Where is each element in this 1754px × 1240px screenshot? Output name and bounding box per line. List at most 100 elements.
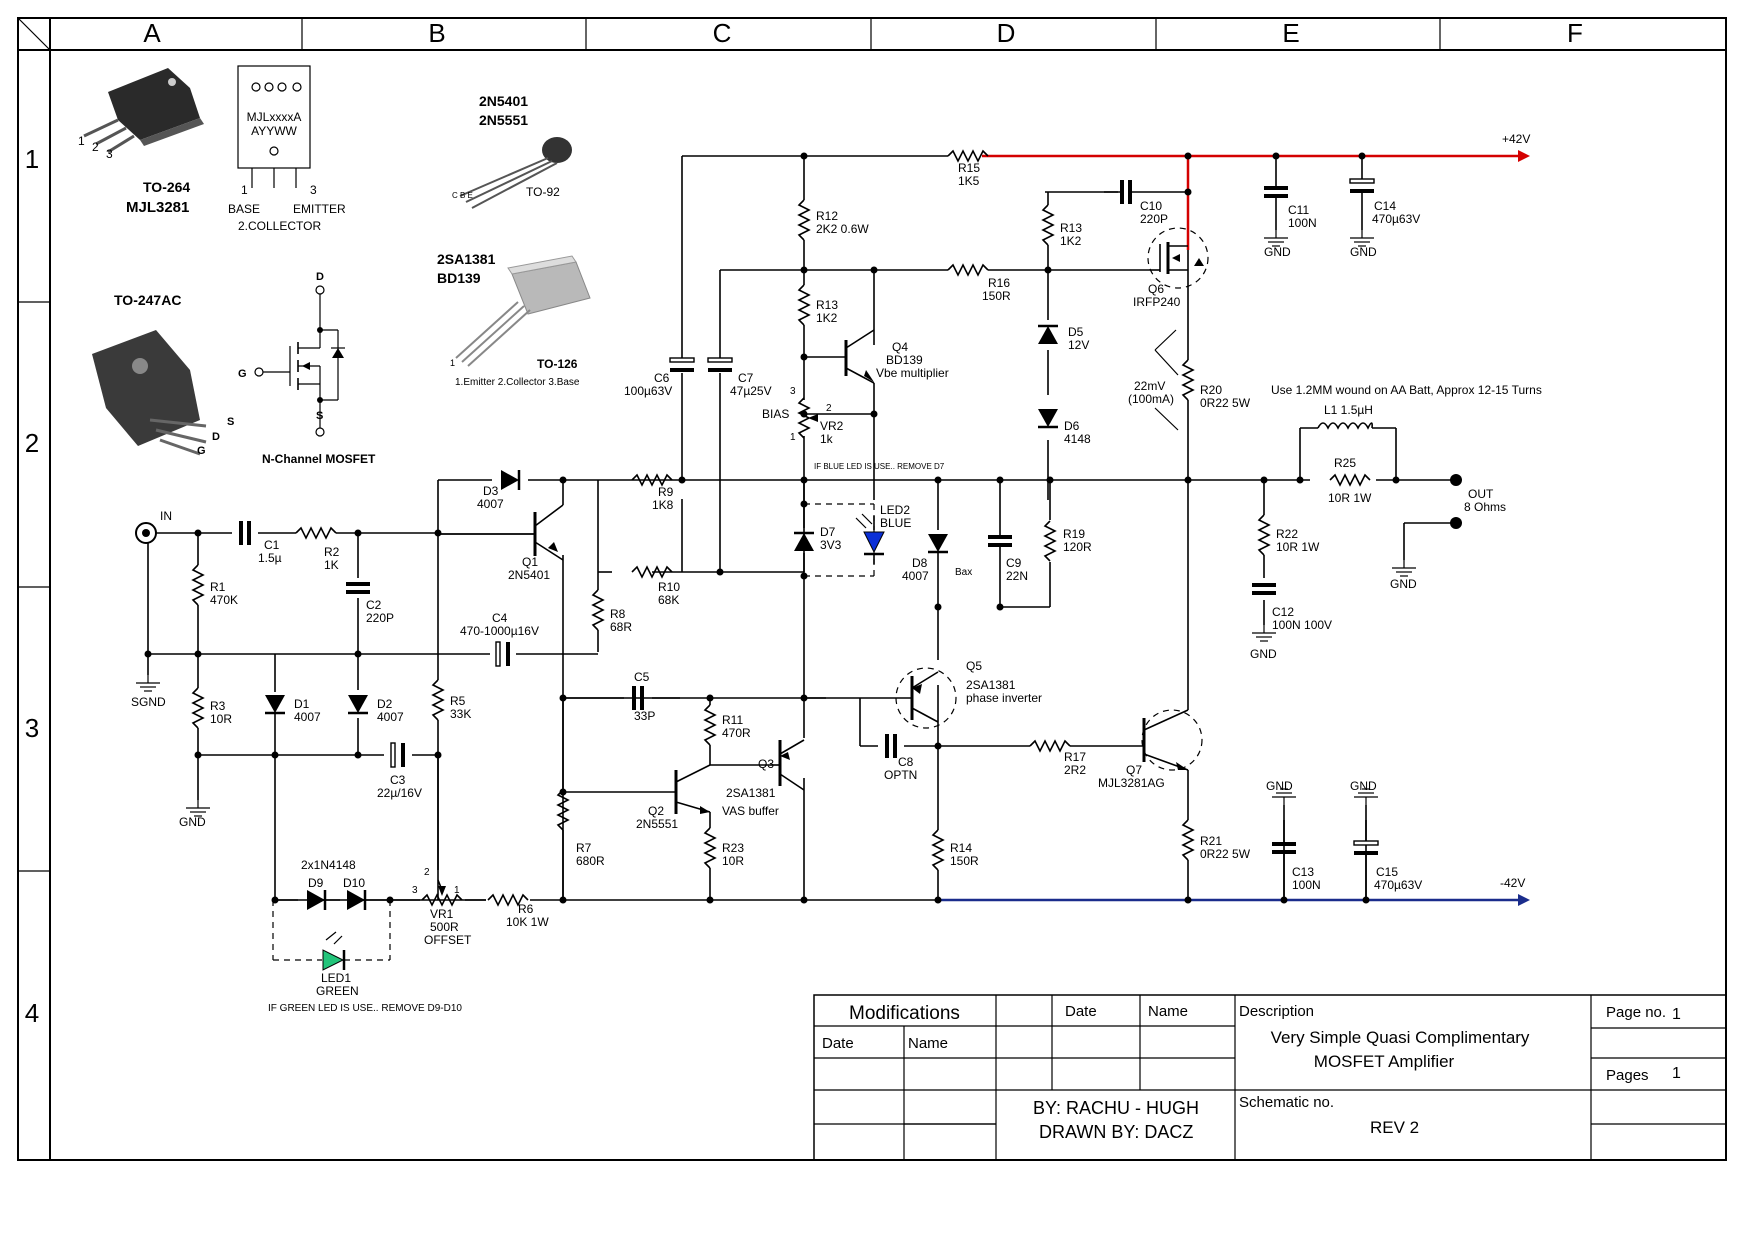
svg-text:BD139: BD139: [886, 353, 923, 367]
to247-package-picture: [92, 330, 207, 456]
svg-text:12V: 12V: [1068, 338, 1089, 352]
led2-blue-symbol: [855, 513, 885, 556]
svg-text:100N 100V: 100N 100V: [1272, 618, 1332, 632]
svg-text:2x1N4148: 2x1N4148: [301, 858, 356, 872]
svg-text:R6: R6: [518, 902, 534, 916]
mosfet-ref-s: S: [316, 410, 323, 422]
diode-d9: [305, 888, 327, 912]
svg-text:R5: R5: [450, 694, 466, 708]
title-block-schematic-no-label: Schematic no.: [1239, 1094, 1334, 1111]
to126-pin-legend: 1.Emitter 2.Collector 3.Base: [455, 377, 580, 388]
svg-text:1k: 1k: [820, 432, 834, 446]
svg-text:68R: 68R: [610, 620, 632, 634]
svg-text:D8: D8: [912, 556, 928, 570]
svg-text:GND: GND: [1264, 245, 1291, 259]
ground-c14: [1349, 229, 1375, 247]
label-in: IN: [160, 509, 172, 523]
title-block-name-header: Name: [1148, 1003, 1188, 1020]
capacitor-c11: [1262, 186, 1290, 198]
svg-text:100N: 100N: [1292, 878, 1321, 892]
negative-rail-arrow: [1518, 894, 1530, 906]
to264-pin-3-b: 3: [310, 183, 317, 197]
grid-row-3: 3: [25, 713, 39, 743]
svg-text:C11: C11: [1288, 203, 1309, 217]
mosfet-symbol-reference: [254, 285, 345, 437]
label-out: OUT: [1468, 487, 1494, 501]
capacitor-c3: [389, 741, 405, 769]
svg-text:R15: R15: [958, 161, 980, 175]
to264-collector-label: 2.COLLECTOR: [238, 219, 321, 233]
inductor-l1: [1317, 422, 1373, 430]
svg-text:R17: R17: [1064, 750, 1086, 764]
svg-text:470-1000µ16V: 470-1000µ16V: [460, 624, 539, 638]
title-block-description-line-1: Very Simple Quasi Complimentary: [1271, 1028, 1530, 1047]
resistor-r21: [1182, 819, 1194, 861]
transistor-q7: [1100, 709, 1203, 771]
capacitor-c10: [1120, 178, 1132, 206]
label-neg-rail: -42V: [1500, 876, 1525, 890]
diode-d1: [263, 693, 287, 715]
diode-d2: [346, 693, 370, 715]
resistor-r13-bias: [798, 284, 810, 326]
to264-name: TO-264: [143, 179, 190, 195]
svg-text:D2: D2: [377, 697, 393, 711]
to264-pin-1-b: 1: [241, 183, 248, 197]
transistor-q3: [770, 739, 805, 791]
title-block-pages-label: Pages: [1606, 1067, 1649, 1084]
svg-text:BLUE: BLUE: [880, 516, 911, 530]
svg-text:GND: GND: [1266, 779, 1293, 793]
svg-text:D10: D10: [343, 876, 365, 890]
ground-out: [1391, 559, 1417, 577]
to126-package-picture: [455, 255, 591, 367]
svg-text:R11: R11: [722, 713, 743, 727]
svg-text:150R: 150R: [950, 854, 979, 868]
diode-d7-zener: [792, 531, 816, 553]
to92-package-picture: [459, 137, 572, 209]
label-measure-2: (100mA): [1128, 392, 1174, 406]
svg-text:Q1: Q1: [522, 555, 538, 569]
svg-text:R16: R16: [988, 276, 1010, 290]
svg-text:33P: 33P: [634, 709, 655, 723]
to264-pin-3: 3: [106, 147, 113, 161]
svg-text:C15: C15: [1376, 865, 1398, 879]
to92-name: TO-92: [526, 185, 560, 199]
potentiometer-vr2: [798, 397, 810, 439]
resistor-r16: [947, 264, 989, 276]
ground-sgnd: [135, 674, 161, 692]
diode-d3: [499, 468, 521, 492]
svg-text:220P: 220P: [1140, 212, 1168, 226]
svg-text:OFFSET: OFFSET: [424, 933, 472, 947]
transistor-q2: [674, 764, 711, 814]
svg-text:R20: R20: [1200, 383, 1222, 397]
svg-text:GREEN: GREEN: [316, 984, 359, 998]
title-block-date-header: Date: [1065, 1003, 1097, 1020]
svg-text:C5: C5: [634, 670, 650, 684]
resistor-r23: [704, 827, 716, 869]
svg-text:100µ63V: 100µ63V: [624, 384, 672, 398]
svg-text:R7: R7: [576, 841, 592, 855]
grid-col-f: F: [1567, 18, 1583, 48]
title-block-revision: REV 2: [1370, 1118, 1419, 1137]
grid-row-1: 1: [25, 144, 39, 174]
to247-name: TO-247AC: [114, 292, 181, 308]
title-block: [813, 994, 1727, 1161]
svg-text:3: 3: [790, 386, 796, 397]
title-block-page-no: 1: [1672, 1006, 1681, 1023]
junction-dots: [144, 152, 1400, 904]
svg-text:2SA1381: 2SA1381: [966, 678, 1016, 692]
diode-d5-zener: [1036, 324, 1060, 346]
svg-text:1: 1: [790, 432, 796, 443]
svg-text:Q3: Q3: [758, 757, 774, 771]
svg-text:C13: C13: [1292, 865, 1314, 879]
svg-text:22N: 22N: [1006, 569, 1028, 583]
label-measure-1: 22mV: [1134, 379, 1165, 393]
svg-text:GND: GND: [1250, 647, 1277, 661]
svg-text:R2: R2: [324, 545, 340, 559]
svg-text:1K5: 1K5: [958, 174, 980, 188]
svg-text:470K: 470K: [210, 593, 238, 607]
svg-text:2: 2: [424, 867, 430, 878]
svg-text:R13: R13: [816, 298, 838, 312]
svg-text:C12: C12: [1272, 605, 1294, 619]
capacitor-c4: [494, 640, 510, 668]
